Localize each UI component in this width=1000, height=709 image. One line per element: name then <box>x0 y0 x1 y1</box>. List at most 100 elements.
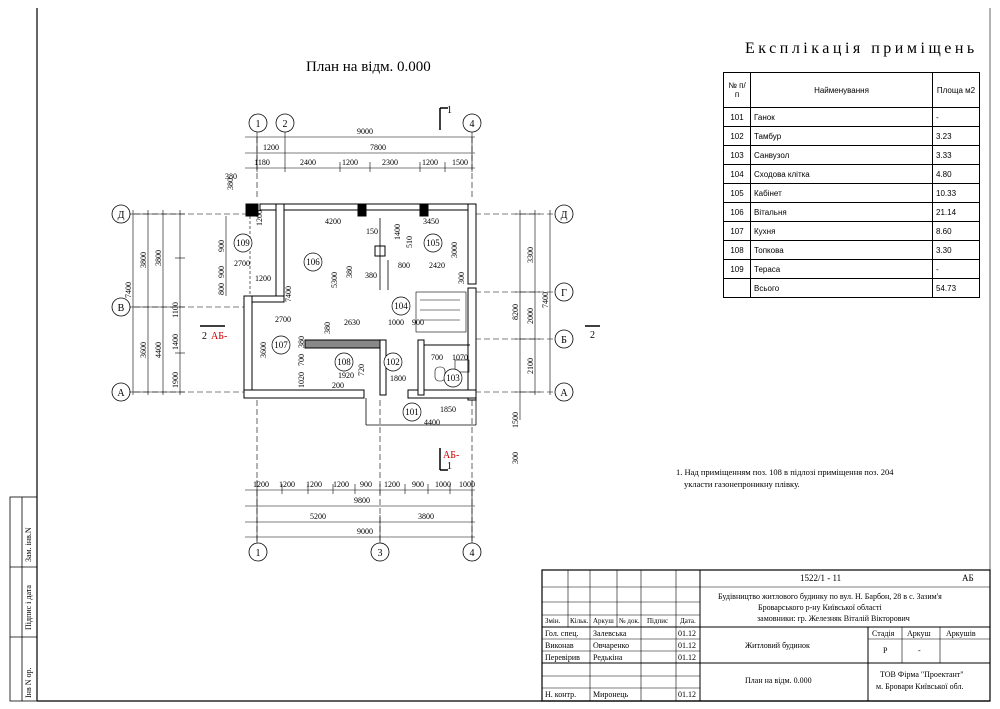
dim-bottom-row-2: 1200 <box>279 480 295 489</box>
dim-int-27: 700 <box>431 353 443 362</box>
tb-object: Житловий будинок <box>745 641 810 650</box>
dim-int-16: 2420 <box>429 261 445 270</box>
tb-stage-header: Стадія <box>872 629 895 638</box>
tb-role-1: Гол. спец. <box>545 629 579 638</box>
dim-top-row-4: 2300 <box>382 158 398 167</box>
dim-int-21: 2630 <box>344 318 360 327</box>
dim-int-7: 1400 <box>393 224 402 240</box>
dim-right-inner: 8200 <box>511 304 520 320</box>
note: 1. Над приміщенням поз. 108 в підлозі пр… <box>676 466 893 490</box>
dim-int-11: 1200 <box>255 274 271 283</box>
room-109: 109 <box>236 238 250 248</box>
dim-int-25: 380 <box>297 336 306 348</box>
note-line-1: 1. Над приміщенням поз. 108 в підлозі пр… <box>676 467 894 477</box>
tb-col-kilk: Кільк. <box>570 617 589 625</box>
dim-top-row-3: 1200 <box>342 158 358 167</box>
table-header-row: № п/п Найменування Площа м2 <box>723 72 980 108</box>
tb-company-2: м. Бровари Київської обл. <box>876 682 964 691</box>
section-1-top: 1 <box>447 105 452 116</box>
dim-int-35: 4400 <box>424 418 440 427</box>
axis-top-1: 1 <box>256 119 261 130</box>
top-dimensions <box>245 130 475 200</box>
bottom-dimensions <box>245 400 475 545</box>
dim-bottom-axis: 9000 <box>357 527 373 536</box>
dim-int-23: 900 <box>412 318 424 327</box>
tb-sheets-header: Аркушів <box>946 629 976 638</box>
dim-top-overall: 9000 <box>357 127 373 136</box>
section-marks <box>200 107 600 471</box>
explication-title: Експлікація приміщень <box>745 40 978 57</box>
dim-bottom-row-8: 1000 <box>435 480 451 489</box>
dim-left-inner-2: 4400 <box>154 342 163 358</box>
tb-project-2: Броварського р-ну Київської області <box>758 603 882 612</box>
dim-bottom-mid-2: 3800 <box>418 512 434 521</box>
tb-col-date: Дата. <box>680 617 696 625</box>
dim-bottom-overall: 9800 <box>354 496 370 505</box>
dim-left-small-4: 1100 <box>171 302 180 318</box>
dim-right-mid-3: 2100 <box>526 358 535 374</box>
dim-int-13: 380 <box>345 266 354 278</box>
dim-int-12: 5300 <box>330 272 339 288</box>
left-dimensions <box>125 210 250 395</box>
dim-int-31: 720 <box>357 364 366 376</box>
dim-int-4: 4200 <box>325 217 341 226</box>
header-num: № п/п <box>723 72 751 108</box>
dim-bottom-row-9: 1000 <box>459 480 475 489</box>
tb-col-zmin: Змін. <box>545 617 561 625</box>
axis-left-a: А <box>117 388 125 399</box>
dim-int-33: 1800 <box>390 374 406 383</box>
side-stamp-sign: Підпис і дата <box>24 585 33 630</box>
room-102: 102 <box>386 357 400 367</box>
dim-left-small-1: 900 <box>217 240 226 252</box>
dim-int-22: 1000 <box>388 318 404 327</box>
room-103: 103 <box>446 373 460 383</box>
header-name: Найменування <box>750 72 933 108</box>
dim-int-24: 700 <box>297 354 306 366</box>
dim-int-1: 380 <box>226 178 235 190</box>
room-104: 104 <box>394 301 408 311</box>
dim-left-inner-1: 3800 <box>154 250 163 266</box>
dim-bottom-row-1: 1200 <box>253 480 269 489</box>
dim-int-14: 380 <box>365 271 377 280</box>
section-2-left: 2 <box>202 331 207 342</box>
tb-code: 1522/1 - 11 <box>800 573 842 583</box>
dim-bottom-row-7: 900 <box>412 480 424 489</box>
dim-int-26: 3600 <box>259 342 268 358</box>
tb-date-1: 01.12 <box>678 629 696 638</box>
tb-sheet-name: План на відм. 0.000 <box>745 676 812 685</box>
side-stamp-zam: Зам. інв.N <box>24 527 33 562</box>
axis-top-2: 2 <box>283 119 288 130</box>
tb-role-2: Виконав <box>545 641 574 650</box>
dim-right-small-1: 1500 <box>511 412 520 428</box>
dim-bottom-row-3: 1200 <box>306 480 322 489</box>
dim-left-mid-1: 3800 <box>139 252 148 268</box>
axis-right-b: Б <box>561 335 567 346</box>
tb-name-4: Миронець <box>593 690 629 699</box>
dim-top-2: 7800 <box>370 143 386 152</box>
axis-bottom-4: 4 <box>470 548 475 559</box>
dim-left-small-3: 800 <box>217 283 226 295</box>
axis-right-g: Г <box>561 288 567 299</box>
dim-bottom-mid-1: 5200 <box>310 512 326 521</box>
axis-right-d: Д <box>561 210 568 221</box>
dim-left-small-5: 1400 <box>171 334 180 350</box>
room-108: 108 <box>337 357 351 367</box>
tb-col-sign: Підпис <box>647 617 669 625</box>
axis-left-v: В <box>118 303 125 314</box>
tb-date-3: 01.12 <box>678 653 696 662</box>
dim-int-15: 800 <box>398 261 410 270</box>
axis-bubbles: 1 2 4 1 3 4 Д В А Д Г Б А <box>111 113 574 562</box>
dim-int-28: 1070 <box>452 353 468 362</box>
title-block-frame <box>541 569 991 702</box>
dim-int-34: 1850 <box>440 405 456 414</box>
tb-project-3: замовники: гр. Железняк Віталій Вікторов… <box>757 614 910 623</box>
dim-int-17: 300 <box>457 272 466 284</box>
room-106: 106 <box>306 257 320 267</box>
dim-top-1: 1200 <box>263 143 279 152</box>
axis-top-4: 4 <box>470 119 475 130</box>
tb-sheet-header: Аркуш <box>907 629 931 638</box>
tb-date-2: 01.12 <box>678 641 696 650</box>
